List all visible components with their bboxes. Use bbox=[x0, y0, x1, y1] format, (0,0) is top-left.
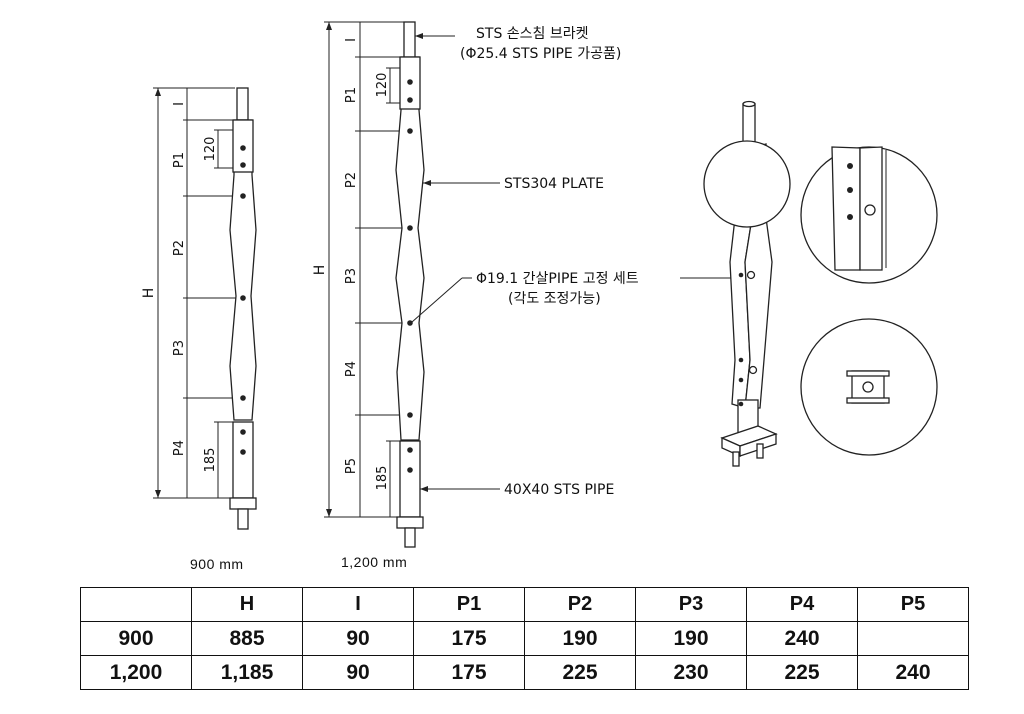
table-cell: 225 bbox=[746, 655, 858, 690]
left-dim-bottom-bracket: 185 bbox=[203, 448, 218, 473]
table-cell: 225 bbox=[524, 655, 636, 690]
right-dim-p1: P1 bbox=[344, 87, 359, 103]
table-row: 900 885 90 175 190 190 240 bbox=[80, 621, 969, 656]
isometric-view bbox=[680, 100, 938, 467]
table-header-row: H I P1 P2 P3 P4 P5 bbox=[80, 587, 969, 622]
table-header-cell: P3 bbox=[635, 587, 747, 622]
right-dim-i: I bbox=[344, 38, 359, 42]
table-header-cell: P1 bbox=[413, 587, 525, 622]
left-dim-p2: P2 bbox=[172, 240, 187, 256]
callout-base-pipe: 40X40 STS PIPE bbox=[504, 482, 614, 498]
technical-drawing: H I P1 P2 P3 P4 120 185 bbox=[141, 21, 938, 548]
table-cell: 240 bbox=[746, 621, 858, 656]
left-dim-p3: P3 bbox=[172, 340, 187, 356]
left-post-caption: 900 mm bbox=[190, 556, 244, 572]
table-cell bbox=[857, 621, 969, 656]
table-cell: 885 bbox=[191, 621, 303, 656]
right-dim-p5: P5 bbox=[344, 458, 359, 474]
table-header-cell bbox=[80, 587, 192, 622]
left-dim-h: H bbox=[141, 288, 157, 299]
right-dim-top-bracket: 120 bbox=[375, 73, 390, 98]
right-dim-p4: P4 bbox=[344, 361, 359, 377]
right-dim-bottom-bracket: 185 bbox=[375, 466, 390, 491]
table-header-cell: H bbox=[191, 587, 303, 622]
callout-bracket-line2: (Φ25.4 STS PIPE 가공품) bbox=[460, 46, 621, 62]
table-cell: 240 bbox=[857, 655, 969, 690]
callout-pipe-set-line1: Φ19.1 간살PIPE 고정 세트 bbox=[476, 271, 639, 287]
table-cell: 230 bbox=[635, 655, 747, 690]
left-post-drawing: H I P1 P2 P3 P4 120 185 bbox=[141, 87, 257, 530]
right-dim-p2: P2 bbox=[344, 172, 359, 188]
table-cell: 1,185 bbox=[191, 655, 303, 690]
table-cell: 190 bbox=[635, 621, 747, 656]
left-dim-i: I bbox=[172, 102, 187, 106]
table-cell: 175 bbox=[413, 655, 525, 690]
left-dim-p4: P4 bbox=[172, 440, 187, 456]
table-header-cell: P5 bbox=[857, 587, 969, 622]
table-header-cell: P2 bbox=[524, 587, 636, 622]
table-header-cell: P4 bbox=[746, 587, 858, 622]
table-cell: 175 bbox=[413, 621, 525, 656]
table-header-cell: I bbox=[302, 587, 414, 622]
right-dim-p3: P3 bbox=[344, 268, 359, 284]
dimension-table: H I P1 P2 P3 P4 P5 900 885 90 175 190 19… bbox=[80, 587, 969, 690]
table-cell: 900 bbox=[80, 621, 192, 656]
callout-plate: STS304 PLATE bbox=[504, 176, 604, 192]
table-cell: 90 bbox=[302, 621, 414, 656]
table-cell: 190 bbox=[524, 621, 636, 656]
left-dim-top-bracket: 120 bbox=[203, 137, 218, 162]
table-cell: 90 bbox=[302, 655, 414, 690]
table-cell: 1,200 bbox=[80, 655, 192, 690]
table-row: 1,200 1,185 90 175 225 230 225 240 bbox=[80, 655, 969, 690]
callout-bracket-line1: STS 손스침 브라켓 bbox=[476, 26, 589, 42]
callout-pipe-set-line2: (각도 조정가능) bbox=[508, 291, 601, 307]
right-dim-h: H bbox=[312, 265, 328, 276]
right-post-caption: 1,200 mm bbox=[341, 554, 408, 570]
left-dim-p1: P1 bbox=[172, 152, 187, 168]
right-post-drawing: H I P1 P2 P3 P4 P5 120 185 bbox=[312, 21, 639, 548]
